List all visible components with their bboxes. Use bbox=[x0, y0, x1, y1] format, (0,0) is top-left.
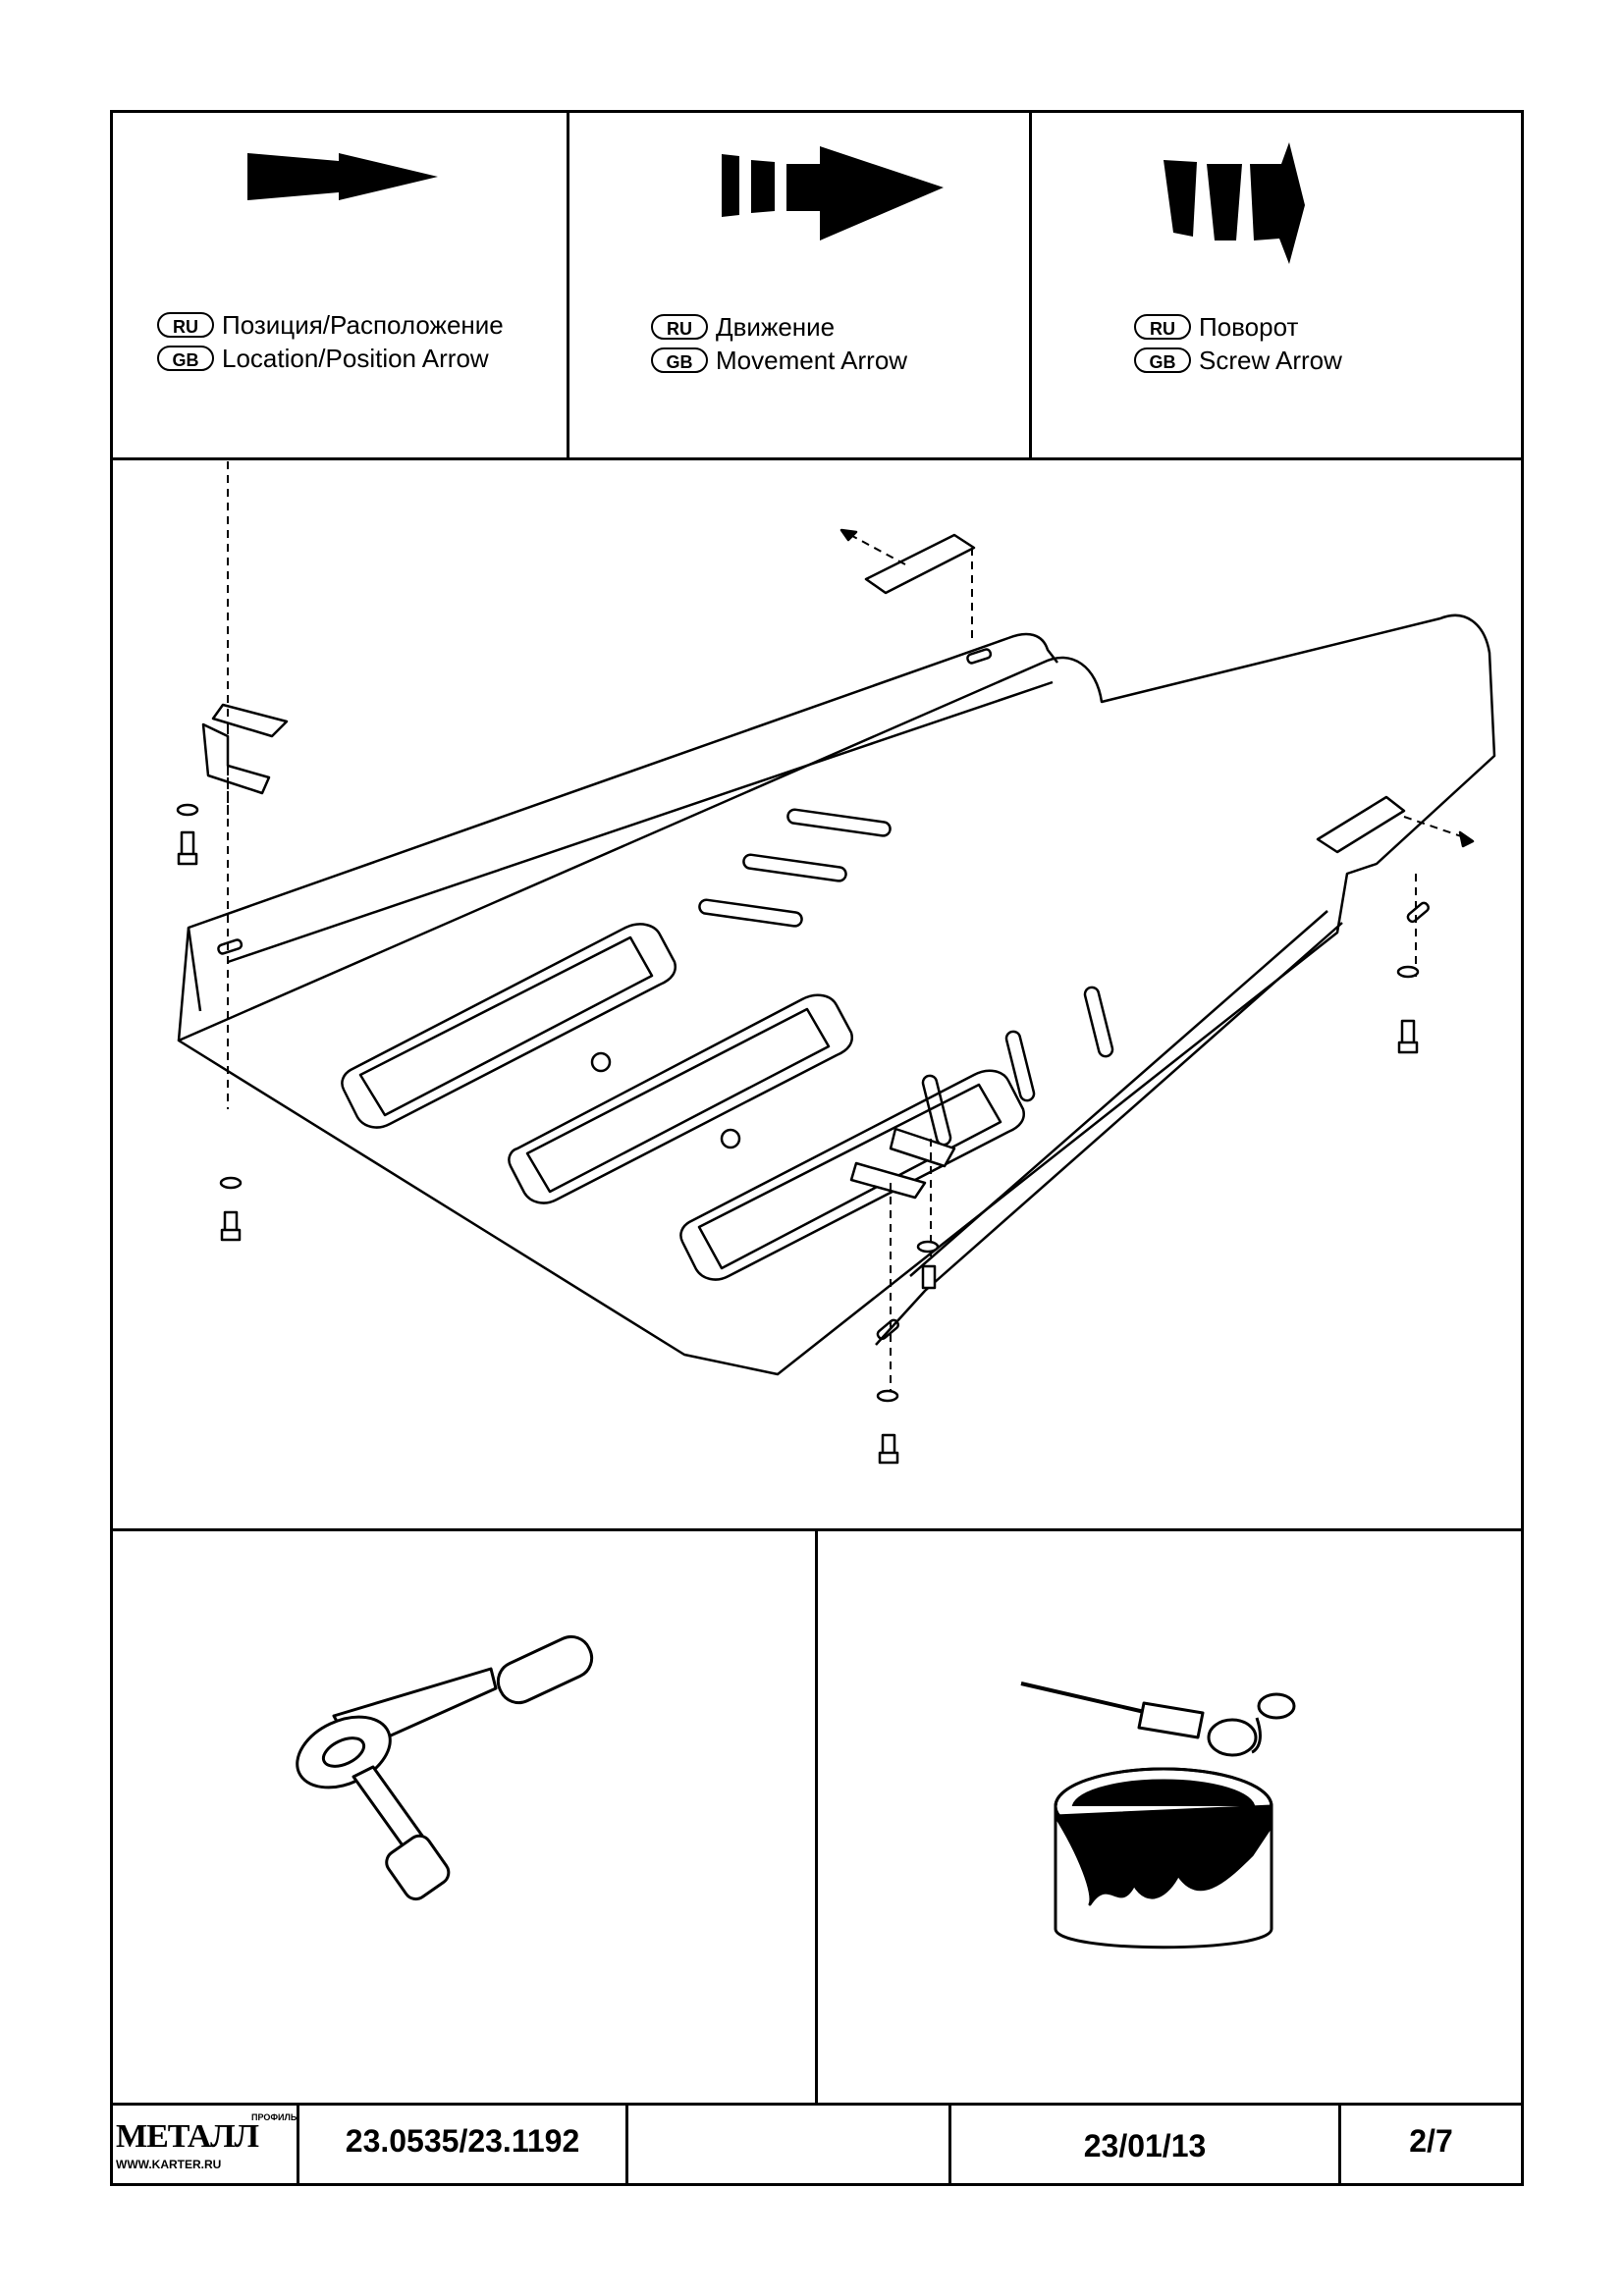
gb-badge: GB bbox=[651, 347, 708, 373]
location-arrow-icon bbox=[247, 153, 438, 200]
gb-badge: GB bbox=[1134, 347, 1191, 373]
top-divider-2 bbox=[1029, 110, 1032, 459]
legend-movement: RU Движение GB Movement Arrow bbox=[651, 312, 907, 375]
legend-screw-ru: Поворот bbox=[1199, 312, 1299, 342]
logo-url: WWW.KARTER.RU bbox=[116, 2158, 222, 2171]
page-frame bbox=[110, 110, 1524, 2186]
logo-sub: ПРОФИЛЬ bbox=[251, 2112, 298, 2122]
legend-location-ru: Позиция/Расположение bbox=[222, 310, 504, 340]
footer-div-1 bbox=[297, 2103, 299, 2186]
legend-location: RU Позиция/Расположение GB Location/Positi… bbox=[157, 310, 504, 373]
legend-screw: RU Поворот GB Screw Arrow bbox=[1134, 312, 1342, 375]
page-number: 2/7 bbox=[1409, 2123, 1453, 2159]
legend-movement-ru: Движение bbox=[716, 312, 836, 342]
bottom-divider bbox=[815, 1528, 818, 2103]
paint-can-brush-icon bbox=[1020, 1682, 1296, 1949]
legend-location-gb: Location/Position Arrow bbox=[222, 344, 489, 373]
screw-arrow-icon bbox=[1164, 142, 1305, 264]
footer-div-4 bbox=[1338, 2103, 1341, 2186]
skid-plate-assembly-diagram bbox=[176, 461, 1496, 1465]
legend-movement-gb: Movement Arrow bbox=[716, 346, 908, 375]
ru-badge: RU bbox=[651, 314, 708, 340]
gb-badge: GB bbox=[157, 346, 214, 371]
movement-arrow-icon bbox=[722, 146, 944, 240]
logo: МЕТАЛЛ ПРОФИЛЬ WWW.KARTER.RU bbox=[116, 2110, 298, 2181]
top-divider-1 bbox=[567, 110, 569, 459]
footer-div-2 bbox=[625, 2103, 628, 2186]
top-row-bottom-border bbox=[110, 457, 1524, 460]
ratchet-wrench-icon bbox=[296, 1634, 594, 1901]
ru-badge: RU bbox=[157, 312, 214, 338]
footer-top-border bbox=[110, 2103, 1524, 2106]
footer-div-3 bbox=[948, 2103, 951, 2186]
logo-text: МЕТАЛЛ bbox=[116, 2118, 259, 2155]
date: 23/01/13 bbox=[1083, 2128, 1207, 2163]
ru-badge: RU bbox=[1134, 314, 1191, 340]
part-number: 23.0535/23.1192 bbox=[345, 2123, 580, 2159]
legend-screw-gb: Screw Arrow bbox=[1199, 346, 1342, 375]
